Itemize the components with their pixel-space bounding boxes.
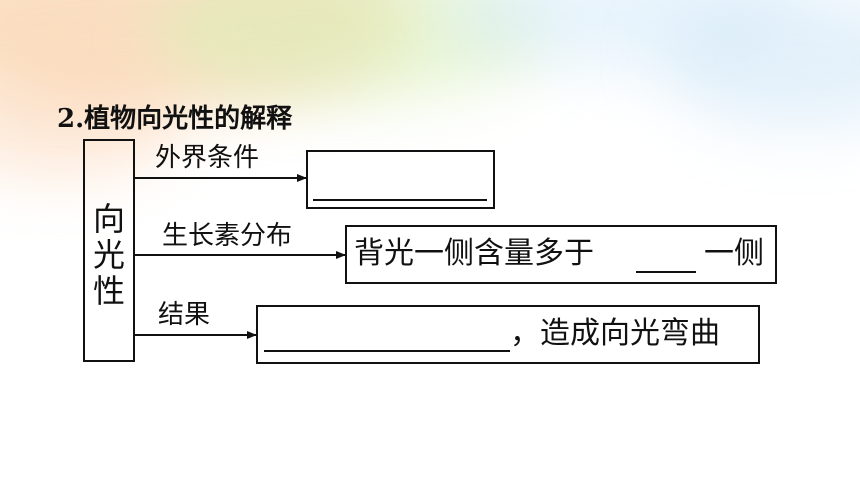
label-external-conditions: 外界条件 bbox=[155, 143, 260, 173]
auxin-text-before: 背光一侧含量多于 bbox=[354, 236, 594, 271]
phototropism-char-3: 性 bbox=[92, 272, 125, 310]
auxin-distribution-box bbox=[345, 225, 777, 284]
phototropism-char-2: 光 bbox=[92, 236, 125, 274]
result-box bbox=[256, 305, 760, 364]
phototropism-char-1: 向 bbox=[92, 200, 125, 238]
label-result: 结果 bbox=[158, 300, 211, 330]
auxin-distribution-blank bbox=[636, 271, 696, 273]
external-conditions-blank bbox=[313, 199, 487, 201]
result-text-after: ，造成向光弯曲 bbox=[510, 316, 720, 351]
phototropism-box bbox=[83, 139, 135, 362]
page-title: 2.植物向光性的解释 bbox=[57, 104, 293, 134]
auxin-text-after: 一侧 bbox=[704, 236, 764, 271]
result-blank bbox=[264, 350, 510, 352]
external-conditions-box bbox=[306, 150, 495, 209]
label-auxin-distribution: 生长素分布 bbox=[162, 221, 293, 251]
